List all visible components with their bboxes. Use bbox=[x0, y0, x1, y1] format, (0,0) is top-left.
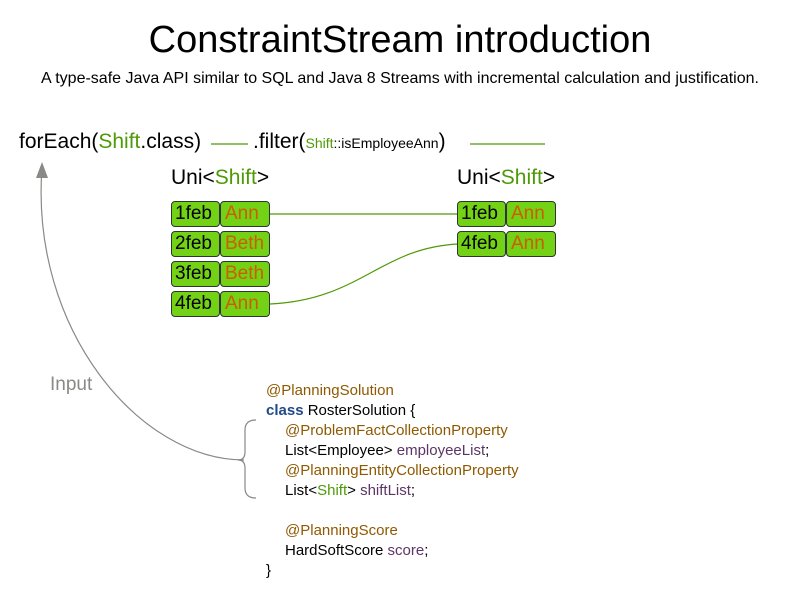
code-line-annotation: @ProblemFactCollectionProperty bbox=[285, 422, 508, 439]
code-line-class: class RosterSolution { bbox=[266, 401, 415, 421]
code-line-annotation: @PlanningEntityCollectionProperty bbox=[285, 462, 519, 479]
code-line-annotation: @PlanningScore bbox=[285, 522, 398, 539]
left-tuple-day: 1feb bbox=[171, 201, 220, 227]
code-type: List< bbox=[285, 482, 318, 499]
code-closing-brace: } bbox=[266, 562, 272, 579]
code-line-field: List<Shift> shiftList; bbox=[285, 481, 415, 501]
page-title: ConstraintStream introduction bbox=[148, 19, 652, 61]
left-tuple-day: 3feb bbox=[171, 261, 220, 287]
page-subtitle: A type-safe Java API similar to SQL and … bbox=[41, 70, 759, 87]
left-tuple-employee: Beth bbox=[220, 231, 270, 257]
filter-method: ::isEmployeeAnn bbox=[333, 135, 439, 151]
right-tuple-day: 4feb bbox=[457, 231, 506, 257]
right-tuple-day: 1feb bbox=[457, 201, 506, 227]
code-semicolon: ; bbox=[410, 482, 416, 499]
right-label-prefix: Uni< bbox=[457, 166, 501, 189]
code-type: > bbox=[347, 482, 361, 499]
foreach-suffix: .class) bbox=[140, 130, 202, 153]
filter-prefix: .filter( bbox=[253, 130, 306, 153]
left-tuple-employee: Ann bbox=[220, 201, 270, 227]
code-line-field: List<Employee> employeeList; bbox=[285, 441, 489, 461]
right-label-type: Shift bbox=[500, 166, 543, 189]
filter-call: .filter(Shift::isEmployeeAnn) bbox=[253, 129, 446, 156]
left-label-type: Shift bbox=[214, 166, 257, 189]
code-class-decl: RosterSolution { bbox=[303, 402, 416, 419]
code-semicolon: ; bbox=[485, 442, 490, 459]
right-tuple-employee: Ann bbox=[506, 231, 556, 257]
filter-class: Shift bbox=[305, 135, 334, 151]
foreach-class: Shift bbox=[98, 130, 141, 153]
code-field-name: employeeList bbox=[396, 442, 486, 459]
foreach-call: forEach(Shift.class) bbox=[19, 129, 201, 155]
right-label-suffix: > bbox=[542, 166, 556, 189]
foreach-prefix: forEach( bbox=[19, 130, 99, 153]
code-brace bbox=[237, 419, 257, 499]
left-tuple-employee: Beth bbox=[220, 261, 270, 287]
input-arrow-line bbox=[40, 167, 245, 461]
left-label-prefix: Uni< bbox=[171, 166, 215, 189]
left-tuple-day: 2feb bbox=[171, 231, 220, 257]
left-tuple-employee: Ann bbox=[220, 291, 270, 317]
left-tuple-day: 4feb bbox=[171, 291, 220, 317]
input-label: Input bbox=[50, 374, 93, 395]
tuple-link-4feb bbox=[269, 243, 459, 305]
code-field-name: score bbox=[387, 542, 425, 559]
code-line-field: HardSoftScore score; bbox=[285, 541, 428, 561]
left-label-suffix: > bbox=[256, 166, 270, 189]
code-keyword: class bbox=[266, 402, 304, 419]
right-tuple-employee: Ann bbox=[506, 201, 556, 227]
code-semicolon: ; bbox=[424, 542, 429, 559]
code-line-annotation: @PlanningSolution bbox=[266, 382, 394, 399]
code-type-generic: Shift bbox=[317, 482, 348, 499]
right-stream-label: Uni<Shift> bbox=[457, 165, 555, 191]
left-stream-label: Uni<Shift> bbox=[171, 165, 269, 191]
input-arrow-head bbox=[36, 162, 48, 178]
code-field-name: shiftList bbox=[360, 482, 411, 499]
code-type: HardSoftScore bbox=[285, 542, 388, 559]
filter-suffix: ) bbox=[438, 130, 446, 153]
code-type: List<Employee> bbox=[285, 442, 397, 459]
